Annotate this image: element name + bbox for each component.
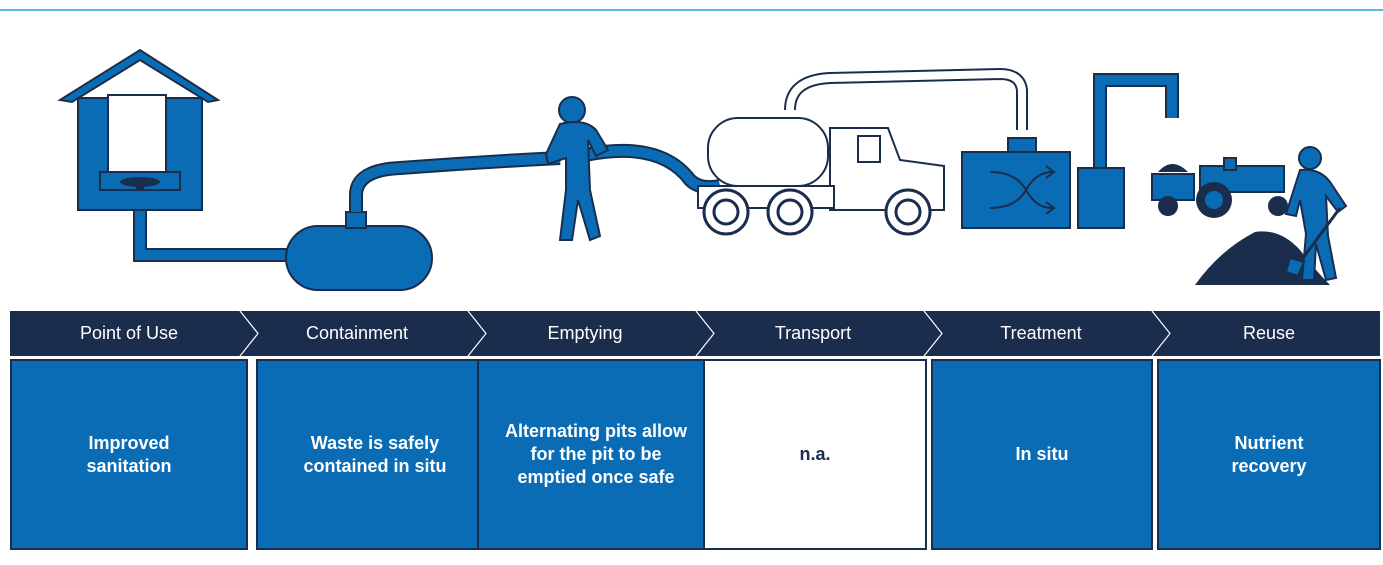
stage-description-treatment: In situ [931,359,1153,550]
stage-label-treatment: Treatment [1000,323,1082,343]
latrine-icon [57,48,221,211]
stage-label-transport: Transport [774,323,852,343]
stage-description-reuse: Nutrient recovery [1157,359,1381,550]
stage-description-point-of-use: Improved sanitation [10,359,248,550]
stage-label-reuse: Reuse [1242,323,1296,343]
stage-chevron-bar [10,311,1380,356]
chevron-divider-icon [923,311,943,356]
chevron-divider-icon [1151,311,1171,356]
worker-icon [544,96,610,242]
stage-label-point-of-use: Point of Use [79,323,179,343]
chevron-divider-icon [467,311,487,356]
top-rule [0,9,1383,11]
chevron-divider-icon [695,311,715,356]
chevron-divider-icon [239,311,259,356]
stage-label-containment: Containment [305,323,409,343]
stage-description-emptying: Alternating pits allow for the pit to be… [477,359,715,550]
treatment-plant-icon [961,73,1179,229]
tractor-icon [1151,157,1288,218]
truck-icon [697,67,1028,236]
pipe-icon [133,205,300,262]
sanitation-chain-illustration [57,48,1348,291]
tank-icon [285,211,433,291]
farmer-icon [1284,146,1348,282]
stage-description-containment: Waste is safely contained in situ [256,359,494,550]
stage-description-transport: n.a. [703,359,927,550]
stage-label-emptying: Emptying [547,323,623,343]
